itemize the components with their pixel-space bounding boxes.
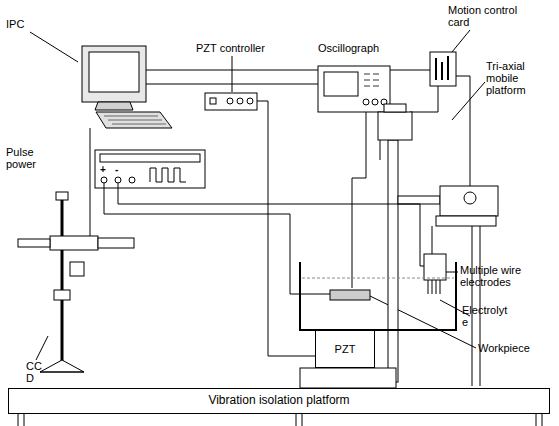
part-label: Oscillograph	[318, 42, 379, 54]
illustration-part	[247, 98, 253, 104]
illustration-part	[372, 99, 378, 105]
part-label: CC D	[26, 360, 42, 384]
illustration-part	[115, 177, 121, 183]
illustration-part	[398, 196, 440, 204]
illustration-part	[363, 99, 369, 105]
illustration-part	[424, 254, 446, 280]
illustration-part	[40, 372, 84, 373]
illustration-part	[95, 150, 205, 188]
illustration-part	[95, 102, 133, 110]
illustration-part	[205, 93, 257, 110]
platform-band: Vibration isolation platform	[8, 388, 550, 414]
illustration-part	[370, 296, 476, 348]
illustration-part	[18, 414, 542, 426]
illustration-part	[61, 196, 64, 370]
part-label: Tri-axial mobile platform	[486, 60, 558, 96]
illustration-part	[98, 238, 134, 248]
illustration-part	[96, 112, 172, 128]
illustration-part	[302, 278, 454, 279]
illustration-part	[36, 336, 48, 360]
illustration-part	[146, 84, 318, 85]
illustration-part	[452, 30, 470, 52]
illustration-part	[100, 154, 200, 162]
oscillograph-box	[318, 66, 390, 112]
pzt-base	[300, 368, 396, 388]
illustration-part	[118, 183, 424, 266]
illustration-part	[330, 290, 370, 300]
node-text: PZT	[335, 343, 356, 355]
illustration-part	[300, 262, 456, 330]
illustration-part	[410, 86, 438, 112]
illustration-part	[237, 98, 243, 104]
illustration-part	[50, 236, 98, 250]
illustration-part	[70, 262, 84, 276]
illustration-part	[104, 116, 166, 124]
illustration-part	[464, 192, 476, 204]
illustration-part	[101, 177, 107, 183]
illustration-part	[432, 226, 433, 254]
part-label: Motion control card	[448, 4, 526, 28]
illustration-part	[30, 32, 78, 62]
illustration-part	[40, 360, 84, 372]
illustration-part	[430, 52, 456, 86]
illustration-part	[456, 76, 470, 188]
illustration-part	[18, 239, 50, 247]
illustration-part	[90, 128, 91, 236]
illustration-part	[150, 168, 186, 182]
illustration-part	[89, 52, 139, 92]
illustration-part	[54, 290, 70, 300]
illustration-part	[129, 177, 135, 183]
node-text: Vibration isolation platform	[208, 394, 349, 407]
part-label: PZT controller	[196, 42, 265, 54]
illustration-part	[82, 46, 146, 102]
illustration-part	[352, 112, 366, 288]
pulse-power-box	[95, 150, 205, 188]
part-label: IPC	[6, 18, 24, 30]
illustration-part	[257, 101, 315, 356]
illustration-part	[232, 56, 233, 92]
part-label: Multiple wire electrodes	[460, 264, 552, 288]
illustration-part	[388, 140, 398, 382]
ccd-camera	[18, 192, 134, 372]
illustration-part	[227, 98, 233, 104]
illustration-part	[436, 56, 448, 80]
illustration-part	[436, 216, 496, 226]
computer-icon	[82, 46, 172, 128]
illustration-part	[210, 98, 216, 104]
electrolyte-tank	[300, 262, 456, 330]
illustration-part	[378, 112, 412, 140]
illustration-part	[56, 192, 68, 200]
illustration-part	[324, 72, 358, 96]
part-label: Workpiece	[478, 342, 530, 354]
part-label: +	[100, 164, 106, 175]
pzt-controller-box	[205, 93, 257, 110]
illustration-part	[384, 104, 406, 112]
illustration-part	[104, 183, 330, 294]
illustration-part	[318, 66, 390, 112]
part-label: Electrolyt e	[462, 304, 507, 328]
pzt-box: PZT	[315, 330, 375, 368]
part-label: Pulse power	[6, 146, 36, 170]
illustration-part	[440, 186, 498, 216]
illustration-part	[364, 74, 379, 86]
part-label: -	[115, 164, 118, 175]
illustration-part	[428, 280, 440, 294]
illustration-part	[452, 82, 485, 120]
motion-control-card	[430, 52, 456, 86]
